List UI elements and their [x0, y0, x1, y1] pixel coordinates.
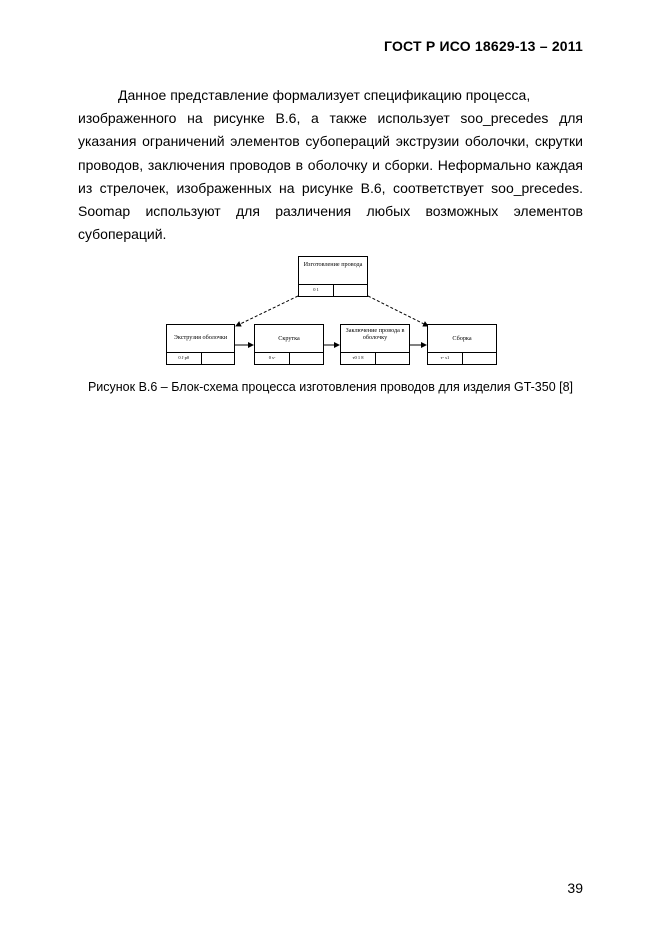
box-footer-right [202, 353, 235, 364]
box-footer-right [290, 353, 323, 364]
box-footer-left: т0 1 8 [341, 353, 376, 364]
box-title: Изготовление провода [303, 261, 363, 268]
process-box-extrusion: Экструзия оболочки 0 J p0 [166, 324, 235, 365]
box-footer-left: 0 s- [255, 353, 290, 364]
box-footer-right [376, 353, 409, 364]
body-paragraph: Данное представление формализует специфи… [78, 84, 583, 246]
box-title: Экструзия оболочки [173, 334, 228, 341]
box-footer: 0 1 [299, 284, 367, 296]
dashed-link-right [367, 295, 429, 327]
dashed-link-left [235, 295, 299, 327]
box-footer: т- s1 [428, 352, 496, 364]
figure-caption: Рисунок В.6 – Блок-схема процесса изгото… [87, 380, 574, 394]
box-footer: т0 1 8 [341, 352, 409, 364]
box-footer-right [463, 353, 496, 364]
box-footer-left: т- s1 [428, 353, 463, 364]
process-box-sheathing: Заключение провода в оболочку т0 1 8 [340, 324, 410, 365]
box-footer: 0 s- [255, 352, 323, 364]
box-footer-left: 0 J p0 [167, 353, 202, 364]
process-box-twisting: Скрутка 0 s- [254, 324, 324, 365]
paragraph-first-line: Данное представление формализует специфи… [118, 87, 531, 103]
box-title: Скрутка [278, 335, 300, 342]
process-box-assembly: Сборка т- s1 [427, 324, 497, 365]
box-footer-left: 0 1 [299, 285, 334, 296]
box-title: Сборка [452, 335, 472, 342]
flowchart-diagram: Изготовление провода 0 1 Экструзия оболо… [150, 248, 510, 373]
page-number: 39 [567, 880, 583, 896]
flowchart-connectors [235, 295, 429, 348]
process-box-top: Изготовление провода 0 1 [298, 256, 368, 297]
document-header: ГОСТ Р ИСО 18629-13 – 2011 [384, 38, 583, 54]
box-title: Заключение провода в оболочку [345, 327, 405, 342]
box-footer-right [334, 285, 367, 296]
box-footer: 0 J p0 [167, 352, 234, 364]
paragraph-text: изображенного на рисунке В.6, а также ис… [78, 110, 583, 243]
